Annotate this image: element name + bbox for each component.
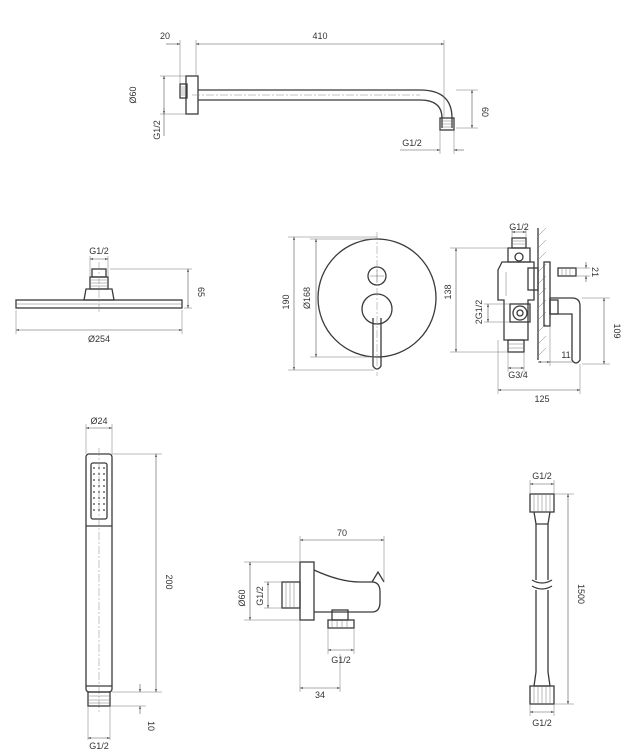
hand-length-label: 200 bbox=[164, 574, 174, 589]
plate-height-label: 190 bbox=[281, 294, 291, 309]
outlet-width-label: 70 bbox=[337, 528, 347, 538]
hose-bottom-thread-label: G1/2 bbox=[532, 718, 552, 728]
side-threads-label: 2G1/2 bbox=[474, 300, 484, 325]
hand-shower-drawing: Ø24 200 10 G1/2 bbox=[85, 416, 174, 751]
outlet-depth-label: 34 bbox=[315, 690, 325, 700]
lever-height-label: 109 bbox=[612, 323, 622, 338]
lever-offset-label: 11 bbox=[561, 350, 570, 360]
spout-dim-label: 21 bbox=[590, 267, 600, 277]
bottom-thread-label: G3/4 bbox=[508, 370, 528, 380]
plate-diameter-label: Ø168 bbox=[302, 287, 312, 309]
arm-length-label: 410 bbox=[312, 31, 327, 41]
mixer-side-drawing: G1/2 138 2G1/2 G3/4 125 11 109 bbox=[443, 222, 622, 404]
overhead-diameter-label: Ø254 bbox=[88, 334, 110, 344]
overhead-shower-drawing: G1/2 65 Ø254 bbox=[15, 246, 206, 344]
hand-thread-label: G1/2 bbox=[89, 741, 109, 750]
side-top-thread-label: G1/2 bbox=[509, 222, 529, 232]
outlet-outlet-thread-label: G1/2 bbox=[331, 655, 351, 665]
outlet-inlet-thread-label: G1/2 bbox=[255, 586, 265, 606]
hose-length-label: 1500 bbox=[576, 584, 586, 604]
wall-offset-label: 20 bbox=[160, 31, 170, 41]
outlet-thread-label: G1/2 bbox=[402, 138, 422, 148]
body-height-label: 138 bbox=[443, 284, 453, 299]
flange-diameter-label: Ø60 bbox=[128, 86, 138, 103]
depth-label: 125 bbox=[534, 394, 549, 404]
mixer-front-drawing: 190 Ø168 bbox=[281, 232, 437, 376]
wall-outlet-drawing: 70 Ø60 G1/2 G1/2 34 bbox=[237, 528, 385, 700]
hand-diameter-label: Ø24 bbox=[90, 416, 107, 426]
overhead-thread-label: G1/2 bbox=[89, 246, 109, 256]
drop-height-label: 60 bbox=[480, 107, 490, 117]
hand-nipple-label: 10 bbox=[146, 721, 156, 731]
hose-drawing: G1/2 1500 G1/2 bbox=[529, 471, 586, 728]
hose-top-thread-label: G1/2 bbox=[532, 471, 552, 481]
inlet-thread-label: G1/2 bbox=[152, 120, 162, 140]
overhead-height-label: 65 bbox=[196, 287, 206, 297]
outlet-flange-label: Ø60 bbox=[237, 589, 247, 606]
shower-arm-drawing: 410 20 Ø60 G1/2 60 G1/2 bbox=[128, 31, 490, 154]
